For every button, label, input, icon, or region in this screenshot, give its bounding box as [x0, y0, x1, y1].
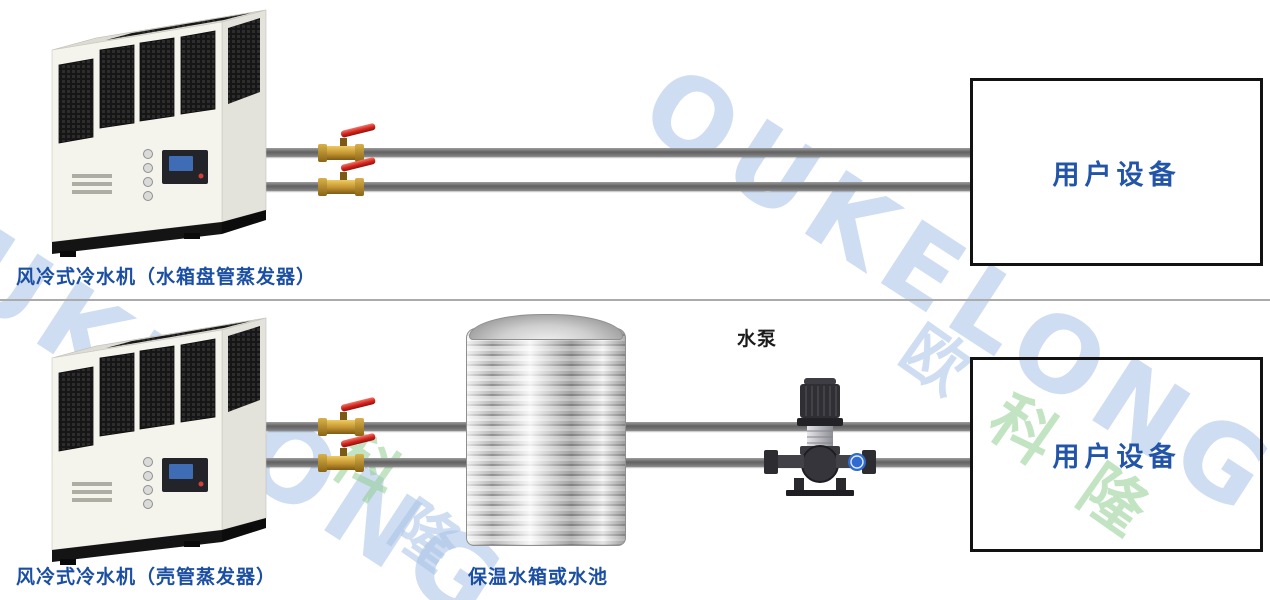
valve-handle — [340, 432, 376, 448]
valve-stem — [340, 138, 347, 147]
watermark-cn-char: 隆 — [376, 488, 472, 586]
valve-stem — [340, 448, 347, 457]
ball-valve-bottom-return — [318, 432, 380, 474]
chiller-label-bottom: 风冷式冷水机（壳管蒸发器） — [16, 566, 277, 588]
tank-lid — [469, 314, 623, 340]
user-equipment-label-bottom: 用户设备 — [1052, 442, 1181, 473]
valve-handle — [340, 396, 376, 412]
pipe-top-supply — [262, 148, 972, 157]
valve-body — [321, 180, 361, 194]
valve-nut — [318, 178, 327, 196]
pipe-tank-to-equipment-supply — [620, 422, 972, 431]
pump-label: 水泵 — [737, 328, 778, 350]
valve-body — [321, 146, 361, 160]
user-equipment-label-top: 用户设备 — [1052, 159, 1181, 191]
valve-body — [321, 420, 361, 434]
ball-valve-top-supply — [318, 122, 380, 164]
user-equipment-box-top: 用户设备 — [970, 78, 1263, 266]
user-equipment-box-bottom: 用户设备 — [970, 357, 1263, 552]
pipe-chiller-to-tank-supply — [262, 422, 474, 431]
valve-body — [321, 456, 361, 470]
tank-body — [466, 328, 626, 546]
section-divider — [0, 299, 1270, 301]
ball-valve-bottom-supply — [318, 396, 380, 438]
valve-handle — [340, 156, 376, 172]
tank-label: 保温水箱或水池 — [468, 566, 609, 588]
chiller-label-top: 风冷式冷水机（水箱盘管蒸发器） — [16, 266, 317, 288]
valve-nut — [318, 144, 327, 162]
insulated-water-tank-image — [466, 314, 626, 546]
valve-nut — [318, 418, 327, 436]
valve-stem — [340, 172, 347, 181]
ball-valve-top-return — [318, 156, 380, 198]
air-cooled-chiller-image-bottom — [36, 312, 270, 566]
valve-nut — [355, 178, 364, 196]
pipe-top-return — [262, 182, 972, 191]
valve-nut — [355, 454, 364, 472]
valve-nut — [355, 144, 364, 162]
pipe-chiller-to-tank-return — [262, 458, 474, 467]
valve-nut — [318, 454, 327, 472]
valve-nut — [355, 418, 364, 436]
valve-stem — [340, 412, 347, 421]
water-pump-image — [760, 378, 880, 496]
air-cooled-chiller-image-top — [36, 4, 270, 258]
valve-handle — [340, 122, 376, 138]
